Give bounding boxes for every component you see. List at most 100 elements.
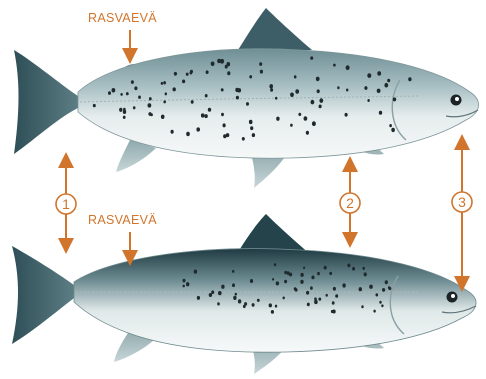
- spot: [250, 279, 253, 283]
- spot: [149, 97, 152, 100]
- spot: [333, 287, 336, 291]
- spot: [298, 113, 301, 116]
- spot: [303, 267, 305, 270]
- spot: [211, 290, 214, 294]
- spot: [312, 121, 316, 126]
- spot: [311, 100, 315, 105]
- spot: [173, 87, 176, 91]
- spot: [335, 294, 338, 298]
- spot: [389, 287, 392, 290]
- spot: [112, 88, 116, 93]
- spot: [290, 93, 292, 96]
- spot: [381, 304, 383, 307]
- spot: [223, 123, 226, 127]
- spot: [232, 270, 234, 273]
- spot: [270, 88, 273, 92]
- spot: [217, 302, 220, 305]
- spot: [161, 82, 163, 85]
- spot: [208, 108, 211, 112]
- spot: [233, 296, 236, 300]
- spot: [345, 113, 348, 117]
- spot: [211, 62, 215, 67]
- marker-2: 2: [340, 164, 360, 240]
- spot: [367, 99, 369, 102]
- spot: [393, 97, 396, 101]
- spot: [316, 77, 320, 82]
- spot: [283, 297, 285, 300]
- spot: [271, 310, 274, 314]
- spot: [165, 92, 167, 95]
- spot: [377, 89, 381, 93]
- spot: [183, 279, 186, 283]
- spot: [242, 137, 245, 141]
- spot: [314, 300, 318, 304]
- spot: [131, 80, 134, 84]
- spot: [221, 88, 224, 91]
- spot: [304, 116, 308, 121]
- spot: [337, 86, 339, 89]
- spot: [362, 267, 365, 270]
- spot: [300, 280, 303, 284]
- spot: [227, 71, 230, 75]
- spot: [182, 80, 185, 84]
- spot: [204, 114, 207, 118]
- spot: [294, 75, 297, 78]
- spot: [161, 115, 165, 119]
- spot: [236, 96, 239, 100]
- spot: [252, 133, 255, 137]
- spot: [389, 124, 392, 127]
- spot: [332, 310, 335, 314]
- spot: [183, 285, 185, 288]
- spot: [317, 89, 320, 93]
- spot: [249, 120, 253, 124]
- spot: [119, 108, 122, 112]
- spot: [306, 131, 309, 135]
- spot: [289, 273, 292, 276]
- spot: [163, 81, 166, 84]
- spot: [284, 271, 287, 275]
- spot: [235, 293, 237, 296]
- marker-1: 1: [56, 160, 76, 246]
- spot: [272, 278, 274, 281]
- marker-3-number: 3: [458, 194, 466, 210]
- spot: [295, 288, 298, 291]
- spot: [307, 303, 310, 307]
- spot: [120, 93, 122, 96]
- spot: [364, 86, 367, 90]
- top-eye-highlight: [455, 97, 459, 101]
- spot: [310, 286, 313, 289]
- spot: [369, 285, 373, 289]
- top-dorsal-fin: [238, 8, 312, 50]
- spot: [319, 98, 323, 103]
- spot: [376, 293, 379, 296]
- spot: [324, 266, 327, 270]
- spot: [319, 105, 322, 109]
- spot: [133, 106, 136, 109]
- spot: [134, 86, 137, 90]
- spot: [221, 285, 224, 289]
- spot: [346, 65, 350, 70]
- bottom-dorsal-fin: [238, 214, 310, 254]
- spot: [352, 267, 355, 271]
- spot: [359, 287, 362, 291]
- spot: [276, 117, 279, 121]
- spot: [364, 272, 367, 276]
- spot: [347, 264, 350, 268]
- top-salmon: [14, 8, 479, 188]
- spot: [275, 97, 277, 100]
- spot: [332, 301, 335, 304]
- bottom-eye-highlight: [451, 294, 455, 298]
- marker-2-number: 2: [346, 195, 354, 211]
- adipose-label-bottom: RASVAEVÄ: [88, 213, 157, 227]
- spot: [284, 280, 287, 284]
- spot: [257, 299, 260, 302]
- spot: [346, 89, 348, 92]
- spot: [196, 127, 200, 131]
- spot: [384, 83, 388, 88]
- spot: [408, 77, 411, 81]
- spot: [311, 276, 314, 280]
- spot: [174, 72, 177, 76]
- adipose-label-top: RASVAEVÄ: [88, 11, 157, 25]
- spot: [108, 91, 111, 95]
